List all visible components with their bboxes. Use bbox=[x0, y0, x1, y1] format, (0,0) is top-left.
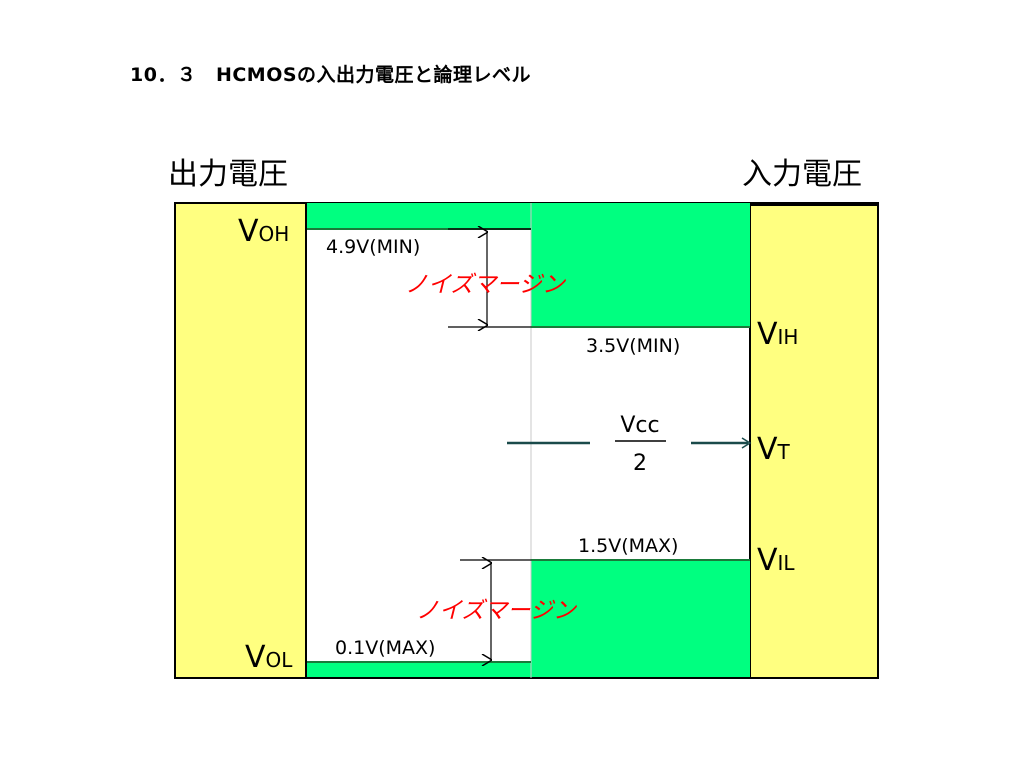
voh-main: V bbox=[238, 214, 259, 249]
vil-value: 1.5V(MAX) bbox=[578, 535, 678, 557]
output-voltage-header: 出力電圧 bbox=[168, 157, 288, 192]
voh-label: VOH bbox=[238, 214, 289, 249]
vih-value: 3.5V(MIN) bbox=[586, 335, 680, 357]
vol-label: VOL bbox=[245, 640, 293, 675]
vt-sub: T bbox=[777, 440, 791, 464]
vol-value: 0.1V(MAX) bbox=[335, 637, 435, 659]
slide-title: 10．３ HCMOSの入出力電圧と論理レベル bbox=[130, 64, 532, 86]
vil-main: V bbox=[757, 543, 778, 578]
noise-margin-upper: ノイズマージン bbox=[405, 272, 567, 298]
vt-arrow-head bbox=[741, 437, 752, 449]
vil-label: VIL bbox=[757, 543, 795, 578]
vt-label: VT bbox=[757, 432, 791, 467]
input-voltage-header: 入力電圧 bbox=[742, 157, 862, 192]
vol-low-band bbox=[307, 662, 531, 677]
vil-low-region bbox=[531, 560, 750, 677]
vih-high-region bbox=[531, 203, 750, 327]
voh-high-band bbox=[307, 203, 531, 229]
vil-sub: IL bbox=[778, 551, 796, 575]
vol-main: V bbox=[245, 640, 266, 675]
vih-sub: IH bbox=[778, 325, 799, 349]
output-bar bbox=[174, 202, 307, 679]
vih-main: V bbox=[757, 317, 778, 352]
noise-margin-lower: ノイズマージン bbox=[416, 598, 578, 624]
input-bar bbox=[749, 204, 879, 679]
threshold-denominator: 2 bbox=[633, 451, 647, 476]
voh-sub: OH bbox=[259, 222, 290, 246]
vih-label: VIH bbox=[757, 317, 798, 352]
vt-main: V bbox=[757, 432, 778, 467]
vol-sub: OL bbox=[266, 648, 294, 672]
voh-value: 4.9V(MIN) bbox=[326, 236, 420, 258]
threshold-numerator: Vcc bbox=[620, 413, 659, 438]
